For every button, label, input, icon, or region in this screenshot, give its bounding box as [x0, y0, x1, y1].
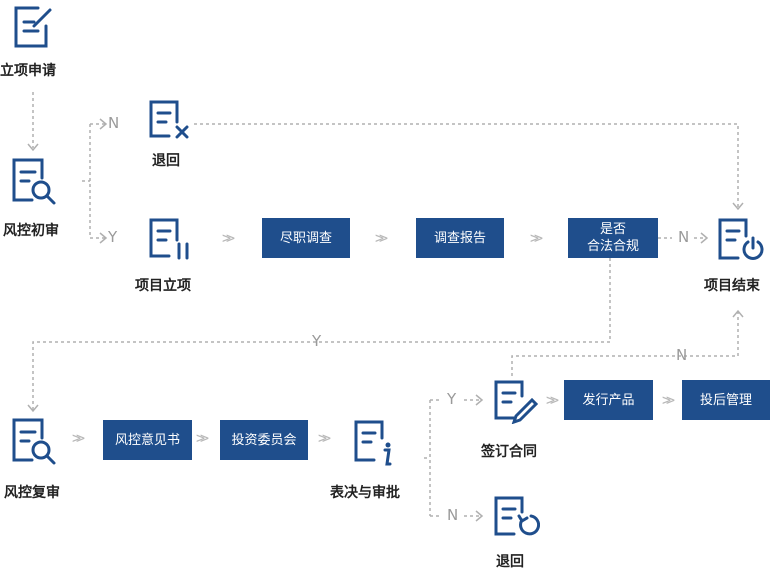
- form-search-icon: [12, 418, 56, 465]
- branch-yes-label: Y: [108, 228, 118, 246]
- branch-yes-label: Y: [447, 390, 457, 408]
- form-edit-icon: [14, 6, 52, 48]
- chevron-arrow-icon: >>: [662, 391, 675, 409]
- node-label-reject: 退回: [496, 554, 524, 570]
- chevron-arrow-icon: >>: [375, 229, 388, 247]
- process-box-investment-committee: 投资委员会: [220, 420, 308, 460]
- branch-no-label: N: [447, 506, 459, 524]
- node-label-project-setup: 项目立项: [135, 278, 191, 294]
- chevron-arrow-icon: >>: [530, 229, 543, 247]
- branch-yes-label: Y: [312, 332, 322, 350]
- node-label-vote: 表决与审批: [330, 485, 400, 501]
- form-undo-icon: [494, 496, 540, 536]
- connector-sign-end: [511, 312, 739, 376]
- branch-no-label: N: [678, 228, 690, 246]
- form-pen-icon: [494, 380, 538, 424]
- chevron-arrow-icon: >>: [72, 429, 85, 447]
- node-label-second-review: 风控复审: [4, 485, 60, 501]
- chevron-arrow-icon: >>: [196, 429, 209, 447]
- node-label-sign-contract: 签订合同: [481, 444, 537, 460]
- node-label-project-end: 项目结束: [704, 278, 760, 294]
- connector-compliance-review2: [32, 258, 611, 410]
- chevron-arrow-icon: >>: [222, 229, 235, 247]
- process-box-post-investment: 投后管理: [682, 380, 770, 420]
- process-box-survey-report: 调查报告: [416, 218, 504, 258]
- chevron-arrow-icon: >>: [546, 391, 559, 409]
- node-label-apply: 立项申请: [0, 63, 56, 79]
- connector-reject-end: [194, 123, 739, 210]
- process-box-issue-product: 发行产品: [564, 380, 653, 420]
- form-info-icon: [354, 420, 392, 466]
- process-box-compliance-check: 是否 合法合规: [568, 218, 658, 258]
- chevron-arrow-icon: >>: [318, 429, 331, 447]
- form-power-icon: [718, 218, 764, 260]
- process-box-due-diligence: 尽职调查: [262, 218, 350, 258]
- branch-no-label: N: [676, 346, 688, 364]
- node-label-reject: 退回: [152, 153, 180, 169]
- branch-no-label: N: [108, 114, 120, 132]
- form-search-icon: [12, 158, 56, 205]
- form-close-icon: [149, 100, 189, 139]
- process-box-risk-opinion: 风控意见书: [103, 420, 192, 460]
- node-label-initial-review: 风控初审: [3, 223, 59, 239]
- form-pause-icon: [149, 218, 189, 260]
